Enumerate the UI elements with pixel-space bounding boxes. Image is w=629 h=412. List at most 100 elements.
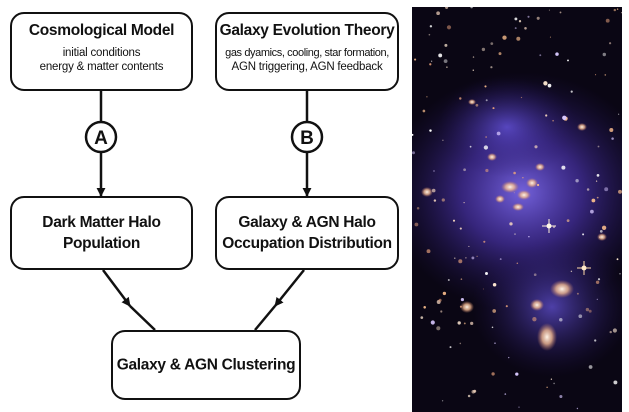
galaxy-agn-clustering-box: Galaxy & AGN Clustering (111, 330, 301, 400)
background-galaxy (552, 119, 554, 122)
cosmological-model-box: Cosmological Model initial conditions en… (10, 12, 193, 91)
galaxy-agn-clustering-title: Galaxy & AGN Clustering (116, 356, 296, 374)
background-galaxy (548, 9, 550, 11)
background-galaxy (443, 59, 448, 63)
background-galaxy (436, 11, 440, 16)
background-galaxy (590, 209, 594, 214)
background-galaxy (491, 326, 494, 329)
background-galaxy (426, 96, 428, 98)
background-galaxy (452, 219, 456, 222)
galaxy (460, 301, 474, 313)
background-galaxy (446, 66, 448, 68)
background-galaxy (485, 272, 488, 275)
background-galaxy (492, 283, 497, 287)
marker-a-circle (84, 120, 118, 154)
background-galaxy (502, 35, 507, 40)
halo-occupation-distribution-title: Galaxy & AGN Halo Occupation Distributio… (217, 212, 397, 254)
background-galaxy (472, 56, 475, 58)
background-galaxy (611, 137, 614, 140)
background-galaxy (612, 328, 617, 333)
galaxy-cluster-photo (412, 7, 622, 412)
connector-halo-occupation-to-clustering (254, 305, 276, 331)
background-galaxy (498, 52, 502, 56)
dark-matter-halo-population-box: Dark Matter Halo Population (10, 196, 193, 270)
background-galaxy (414, 58, 417, 61)
galaxy (495, 195, 505, 203)
background-galaxy (416, 207, 420, 210)
halo-occupation-title-line-2: Occupation Distribution (222, 235, 392, 252)
background-galaxy (553, 226, 555, 229)
background-galaxy (518, 20, 522, 23)
background-galaxy (433, 199, 437, 202)
background-galaxy (438, 53, 443, 58)
cosmological-model-line-2: energy & matter contents (39, 61, 164, 73)
background-galaxy (596, 196, 599, 199)
background-galaxy (515, 372, 519, 376)
background-galaxy (595, 180, 598, 182)
arrow-halo-occupation-to-clustering (274, 269, 305, 307)
background-galaxy (459, 342, 462, 345)
background-galaxy (449, 346, 452, 349)
background-galaxy (471, 256, 475, 260)
galaxy (517, 190, 531, 200)
marker-b-circle (290, 120, 324, 154)
background-galaxy (570, 270, 573, 273)
background-galaxy (460, 298, 464, 302)
background-galaxy (426, 249, 431, 254)
background-galaxy (447, 279, 450, 281)
background-galaxy (562, 115, 567, 120)
background-galaxy (604, 187, 609, 192)
background-galaxy (491, 372, 495, 376)
background-galaxy (609, 128, 614, 132)
background-galaxy (412, 133, 414, 136)
background-galaxy (483, 145, 489, 150)
background-galaxy (550, 378, 553, 380)
background-galaxy (454, 257, 456, 259)
background-galaxy (621, 12, 622, 14)
galaxy (597, 233, 607, 241)
background-galaxy (463, 322, 466, 325)
galaxy-layer (412, 7, 622, 410)
background-galaxy (444, 43, 448, 47)
background-galaxy (485, 99, 488, 102)
galaxy (530, 299, 544, 311)
background-galaxy (509, 222, 513, 226)
background-galaxy (596, 174, 600, 177)
background-galaxy (609, 330, 612, 334)
background-galaxy (543, 81, 548, 86)
background-galaxy (438, 298, 442, 302)
background-galaxy (441, 198, 445, 202)
background-galaxy (536, 16, 540, 20)
background-galaxy (492, 309, 497, 313)
background-galaxy (588, 365, 593, 369)
bright-star-2 (577, 261, 591, 275)
background-galaxy (516, 36, 521, 41)
background-galaxy (553, 382, 555, 385)
background-galaxy (470, 321, 474, 326)
background-galaxy (618, 189, 622, 194)
dark-matter-halo-population-title: Dark Matter Halo Population (12, 212, 191, 254)
dark-matter-halo-title-line-1: Dark Matter Halo (42, 214, 161, 231)
background-galaxy (616, 258, 619, 261)
background-galaxy (516, 262, 519, 264)
background-galaxy (485, 168, 489, 173)
background-galaxy (457, 321, 461, 325)
background-galaxy (546, 386, 548, 388)
background-galaxy (596, 298, 598, 300)
background-galaxy (613, 8, 617, 12)
background-galaxy (441, 400, 444, 402)
background-galaxy (467, 394, 471, 398)
background-galaxy (613, 380, 618, 385)
background-galaxy (514, 233, 516, 235)
background-galaxy (482, 288, 484, 290)
galaxy (535, 163, 545, 171)
background-galaxy (414, 222, 419, 227)
arrow-dark-matter-to-clustering (102, 269, 131, 307)
background-galaxy (528, 235, 530, 238)
background-galaxy (567, 59, 569, 62)
background-galaxy (575, 179, 579, 183)
background-galaxy (618, 113, 620, 115)
background-galaxy (586, 188, 590, 191)
